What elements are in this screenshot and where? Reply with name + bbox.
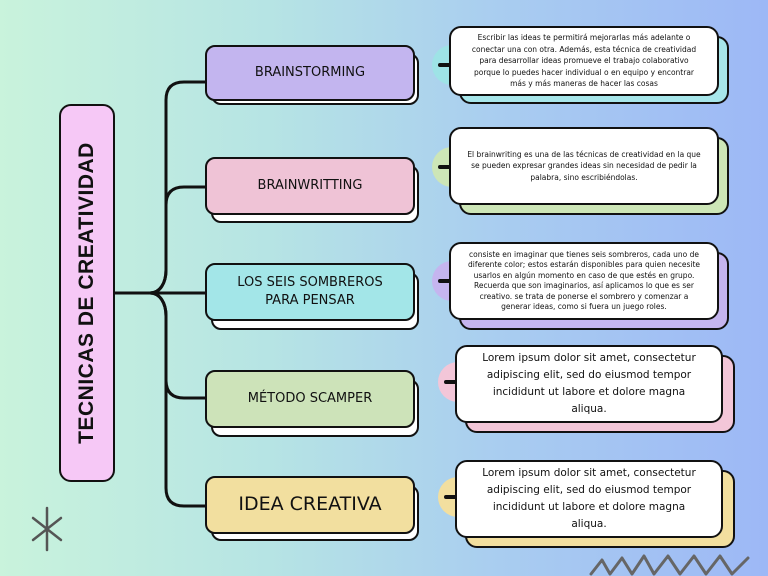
main-title: TECNICAS DE CREATIVIDAD: [75, 142, 98, 444]
branch-label-idea-creativa: IDEA CREATIVA: [205, 476, 415, 534]
branch-label-text: BRAINWRITTING: [257, 178, 363, 194]
zigzag-doodle-icon: [589, 554, 750, 576]
description-text: Lorem ipsum dolor sit amet, consectetur …: [482, 467, 696, 530]
main-title-box: TECNICAS DE CREATIVIDAD: [59, 104, 115, 482]
branch-label-scamper: MÉTODO SCAMPER: [205, 370, 415, 428]
description-text: consiste en imaginar que tienes seis som…: [467, 249, 701, 312]
description-card-brainwritting: El brainwriting es una de las técnicas d…: [449, 127, 719, 205]
description-text: Lorem ipsum dolor sit amet, consectetur …: [482, 352, 696, 415]
description-card-seis-sombreros: consiste en imaginar que tienes seis som…: [449, 242, 719, 320]
description-card-idea-creativa: Lorem ipsum dolor sit amet, consectetur …: [455, 460, 723, 538]
branch-label-text: LOS SEIS SOMBREROS PARA PENSAR: [237, 275, 383, 308]
branch-label-brainwritting: BRAINWRITTING: [205, 157, 415, 215]
branch-label-text: BRAINSTORMING: [254, 65, 366, 81]
description-text: Escribir las ideas te permitirá mejorarl…: [471, 32, 697, 89]
asterisk-doodle-icon: [31, 506, 63, 552]
branch-label-text: IDEA CREATIVA: [238, 493, 382, 516]
branch-label-seis-sombreros: LOS SEIS SOMBREROS PARA PENSAR: [205, 263, 415, 321]
description-text: El brainwriting es una de las técnicas d…: [467, 149, 701, 182]
description-card-brainstorming: Escribir las ideas te permitirá mejorarl…: [449, 26, 719, 96]
description-card-scamper: Lorem ipsum dolor sit amet, consectetur …: [455, 345, 723, 423]
branch-label-text: MÉTODO SCAMPER: [247, 391, 373, 407]
branch-label-brainstorming: BRAINSTORMING: [205, 45, 415, 101]
